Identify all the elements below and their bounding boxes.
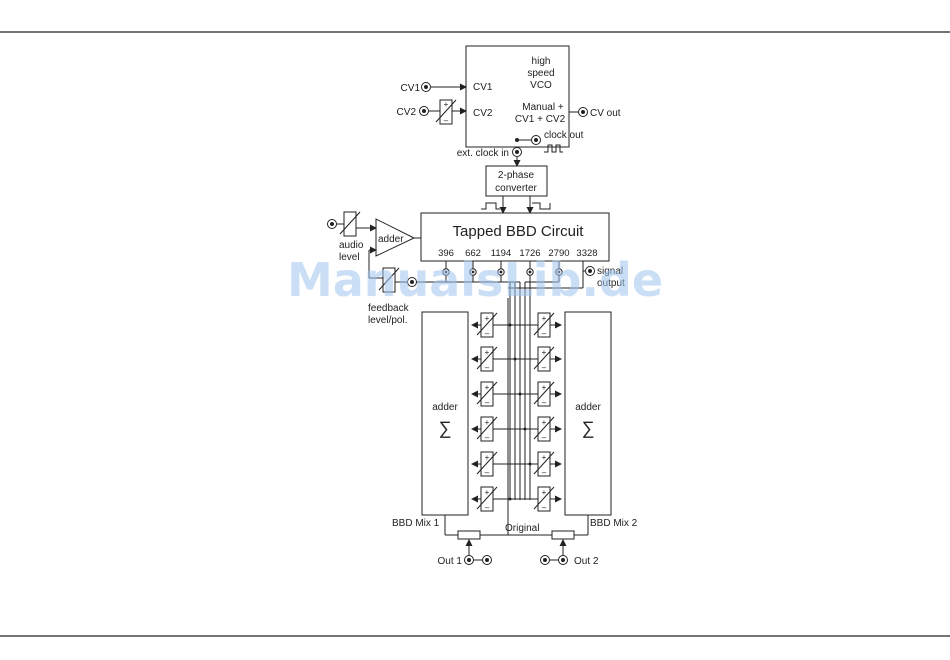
- svg-text:+: +: [485, 453, 490, 462]
- out1-label: Out 1: [438, 556, 463, 567]
- svg-text:–: –: [542, 433, 547, 442]
- sigma-left: ∑: [439, 418, 452, 438]
- converter-label-2: converter: [495, 183, 537, 194]
- mix-pot-right-1[interactable]: [537, 312, 551, 338]
- mix-pot-right-2[interactable]: [537, 346, 551, 372]
- tap-label-1194: 1194: [491, 248, 511, 259]
- adder-left-box: [421, 311, 469, 516]
- svg-text:–: –: [485, 363, 490, 372]
- svg-text:+: +: [542, 453, 547, 462]
- mix-pot-right-3[interactable]: [537, 381, 551, 407]
- two-phase-converter: [485, 165, 548, 197]
- manual-label-1: Manual +: [522, 102, 564, 113]
- tap-label-396: 396: [438, 248, 454, 259]
- svg-text:–: –: [485, 329, 490, 338]
- mix-pot-left-6[interactable]: [480, 486, 494, 512]
- audio-level-label-1: audio: [339, 240, 364, 251]
- mix-pot-left-5[interactable]: [480, 451, 494, 477]
- tap-label-1726: 1726: [519, 248, 540, 259]
- audio-level-pot[interactable]: [343, 211, 357, 237]
- tap-label-3328: 3328: [576, 248, 597, 259]
- vco-box: [465, 45, 570, 148]
- mixer-rows: + – + – + – + – + – + – + – + – + – + – + – + –: [471, 312, 562, 512]
- vco-label-1: high: [532, 56, 551, 67]
- manual-label-2: CV1 + CV2: [515, 114, 566, 125]
- converter-label-1: 2-phase: [498, 170, 535, 181]
- vco-cv2-input-label: CV2: [473, 108, 493, 119]
- vco-label-3: VCO: [530, 80, 552, 91]
- svg-text:+: +: [485, 314, 490, 323]
- mixer-row-1: + – + –: [471, 312, 562, 338]
- svg-text:+: +: [485, 488, 490, 497]
- bbd-mix-2-label: BBD Mix 2: [590, 518, 638, 529]
- svg-text:+: +: [542, 418, 547, 427]
- out1-crossfader[interactable]: [457, 530, 481, 540]
- cv2-jack-label: CV2: [397, 107, 417, 118]
- svg-text:–: –: [444, 116, 449, 125]
- bbd-mix-1-label: BBD Mix 1: [392, 518, 440, 529]
- adder-right-label: adder: [575, 402, 601, 413]
- feedback-pot[interactable]: [382, 267, 396, 293]
- audio-level-label-2: level: [339, 252, 360, 263]
- original-label: Original: [505, 523, 539, 534]
- mix-pot-right-6[interactable]: [537, 486, 551, 512]
- svg-text:+: +: [485, 348, 490, 357]
- mix-pot-right-4[interactable]: [537, 416, 551, 442]
- mix-pot-left-3[interactable]: [480, 381, 494, 407]
- svg-text:–: –: [542, 398, 547, 407]
- vco-cv1-input-label: CV1: [473, 82, 493, 93]
- mixer-row-6: + – + –: [471, 486, 562, 512]
- mix-pot-right-5[interactable]: [537, 451, 551, 477]
- mix-pot-left-4[interactable]: [480, 416, 494, 442]
- svg-text:–: –: [485, 433, 490, 442]
- svg-text:+: +: [542, 383, 547, 392]
- svg-text:+: +: [485, 383, 490, 392]
- mixer-row-4: + – + –: [471, 416, 562, 442]
- svg-text:+: +: [542, 488, 547, 497]
- svg-text:–: –: [542, 468, 547, 477]
- tapped-bbd-box: [420, 212, 610, 262]
- mixer-row-5: + – + –: [471, 451, 562, 477]
- signal-output-label-2: output: [597, 278, 625, 289]
- tap-label-662: 662: [465, 248, 481, 259]
- input-adder: [375, 218, 416, 257]
- ext-clock-in-label: ext. clock in: [457, 148, 509, 159]
- phase-waveform-1: [481, 202, 500, 210]
- signal-output-label-1: signal: [597, 266, 623, 277]
- svg-text:–: –: [542, 363, 547, 372]
- svg-text:–: –: [485, 503, 490, 512]
- clock-out-label: clock out: [544, 130, 584, 141]
- adder-right-box: [564, 311, 612, 516]
- svg-text:–: –: [485, 398, 490, 407]
- svg-text:+: +: [542, 314, 547, 323]
- out2-label: Out 2: [574, 556, 599, 567]
- sigma-right: ∑: [582, 418, 595, 438]
- mixer-row-2: + – + –: [471, 346, 562, 372]
- feedback-label-2: level/pol.: [368, 315, 407, 326]
- cv2-attenuverter[interactable]: [439, 99, 453, 125]
- svg-text:–: –: [542, 329, 547, 338]
- svg-text:+: +: [485, 418, 490, 427]
- bbd-title: Tapped BBD Circuit: [453, 223, 585, 240]
- mixer-row-3: + – + –: [471, 381, 562, 407]
- feedback-label-1: feedback: [368, 303, 410, 314]
- phase-waveform-2: [532, 202, 551, 210]
- clock-waveform: [544, 144, 563, 153]
- svg-text:+: +: [444, 100, 449, 109]
- adder-left-label: adder: [432, 402, 458, 413]
- mix-pot-left-1[interactable]: [480, 312, 494, 338]
- svg-text:–: –: [485, 468, 490, 477]
- tap-labels: 396 662 1194 1726 2790 3328: [438, 248, 598, 259]
- input-adder-label: adder: [378, 234, 404, 245]
- svg-text:–: –: [542, 503, 547, 512]
- cv1-jack-label: CV1: [401, 83, 421, 94]
- out2-crossfader[interactable]: [551, 530, 575, 540]
- mix-pot-left-2[interactable]: [480, 346, 494, 372]
- vco-label-2: speed: [527, 68, 554, 79]
- tap-label-2790: 2790: [548, 248, 569, 259]
- watermark: ManualsLib.de: [287, 253, 663, 307]
- svg-text:+: +: [542, 348, 547, 357]
- cv-out-label: CV out: [590, 108, 621, 119]
